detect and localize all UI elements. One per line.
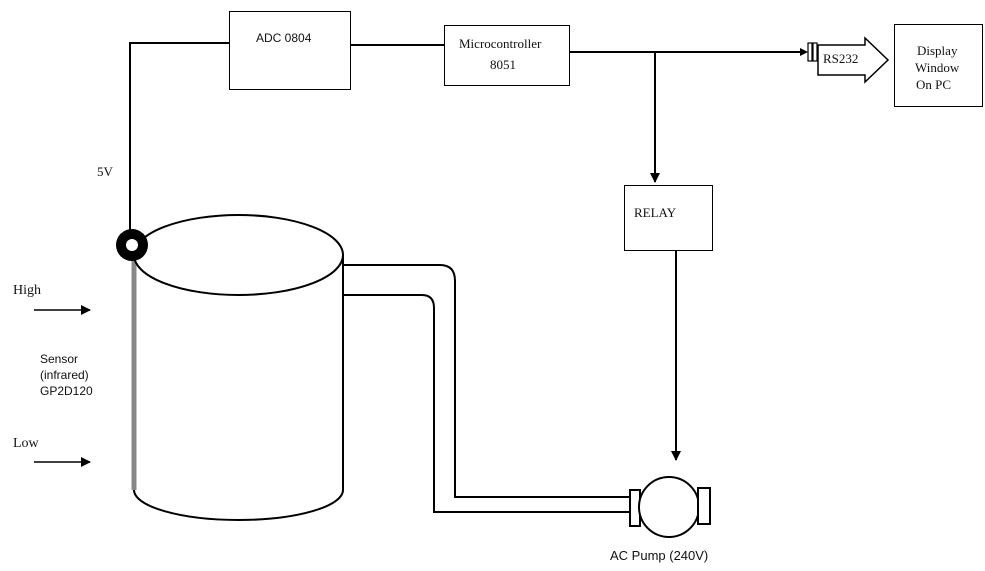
rs232-label: RS232	[823, 51, 859, 66]
pipe-inner	[343, 294, 630, 513]
relay-block: RELAY	[624, 185, 713, 251]
voltage-label: 5V	[97, 164, 113, 179]
display-label-line1: Display	[917, 43, 958, 58]
microcontroller-label-line1: Microcontroller	[459, 36, 542, 51]
infrared-sensor-icon	[116, 229, 148, 261]
adc-label: ADC 0804	[256, 31, 312, 45]
tank-bottom	[133, 489, 344, 521]
rs232-connector	[807, 36, 890, 84]
pump-body	[638, 476, 700, 538]
adc-block: ADC 0804	[229, 11, 351, 90]
display-label-line3: On PC	[916, 77, 952, 92]
microcontroller-block: Microcontroller 8051	[444, 25, 570, 86]
low-label: Low	[13, 436, 39, 451]
ac-pump	[629, 476, 711, 538]
display-label-line2: Window	[915, 60, 960, 75]
tank-top	[133, 214, 344, 296]
high-label: High	[13, 283, 41, 298]
sensor-label-line2: (infrared)	[40, 368, 89, 382]
connector-plug	[812, 42, 818, 62]
rs232-arrow-icon	[817, 36, 890, 84]
microcontroller-label-line2: 8051	[490, 57, 516, 72]
sensor-label-line3: GP2D120	[40, 384, 93, 398]
relay-label: RELAY	[634, 205, 677, 220]
sensor-label-line1: Sensor	[40, 352, 79, 366]
display-window-block: Display Window On PC	[894, 24, 983, 107]
wire-arrow-to-rs232-icon	[800, 48, 808, 56]
wire-sensor-to-adc	[129, 42, 229, 232]
pipe-outer	[343, 264, 630, 498]
connector-plug	[807, 42, 813, 62]
water-tank	[131, 214, 344, 521]
pump-label: AC Pump (240V)	[610, 548, 709, 563]
pump-right-flange	[697, 487, 711, 525]
